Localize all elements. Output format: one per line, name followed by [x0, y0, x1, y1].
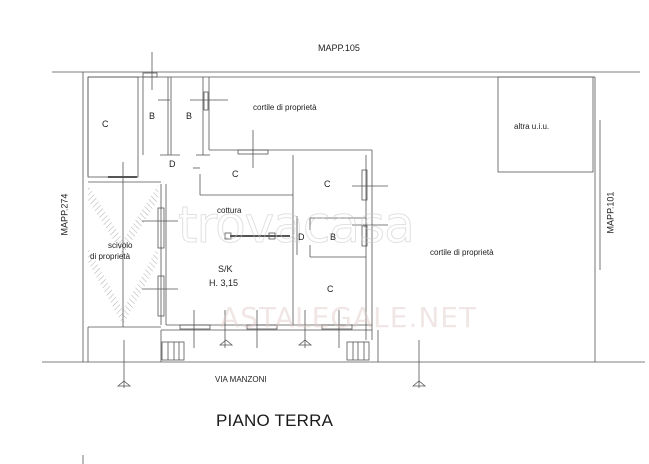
area-label-cortile-north: cortile di proprietà: [253, 103, 317, 112]
room-label-b-2: B: [186, 111, 193, 121]
area-label-scivolo: scivolo: [108, 241, 133, 250]
boundary-label-north: MAPP.105: [318, 43, 360, 53]
room-label-c-south: C: [327, 284, 334, 294]
boundary-label-east: MAPP.101: [605, 191, 616, 234]
boundary-label-west: MAPP.274: [59, 193, 70, 236]
room-label-d-2: D: [298, 232, 305, 242]
room-height-label: H. 3,15: [209, 278, 239, 288]
drawing-title: PIANO TERRA: [216, 411, 334, 430]
room-label-b-3: B: [330, 232, 337, 242]
room-label-cottura: cottura: [217, 206, 242, 215]
area-label-scivolo-2: di proprietà: [90, 252, 131, 261]
room-label-c-mid: C: [232, 169, 239, 179]
area-label-altra-uiu: altra u.i.u.: [514, 122, 550, 131]
street-label: VIA MANZONI: [215, 375, 267, 384]
room-label-c-east: C: [324, 179, 331, 189]
room-label-c-nw: C: [102, 119, 109, 129]
room-label-sk: S/K: [218, 264, 233, 274]
room-label-d-1: D: [169, 159, 176, 169]
room-label-b-1: B: [149, 111, 156, 121]
area-label-cortile-east: cortile di proprietà: [430, 248, 494, 257]
